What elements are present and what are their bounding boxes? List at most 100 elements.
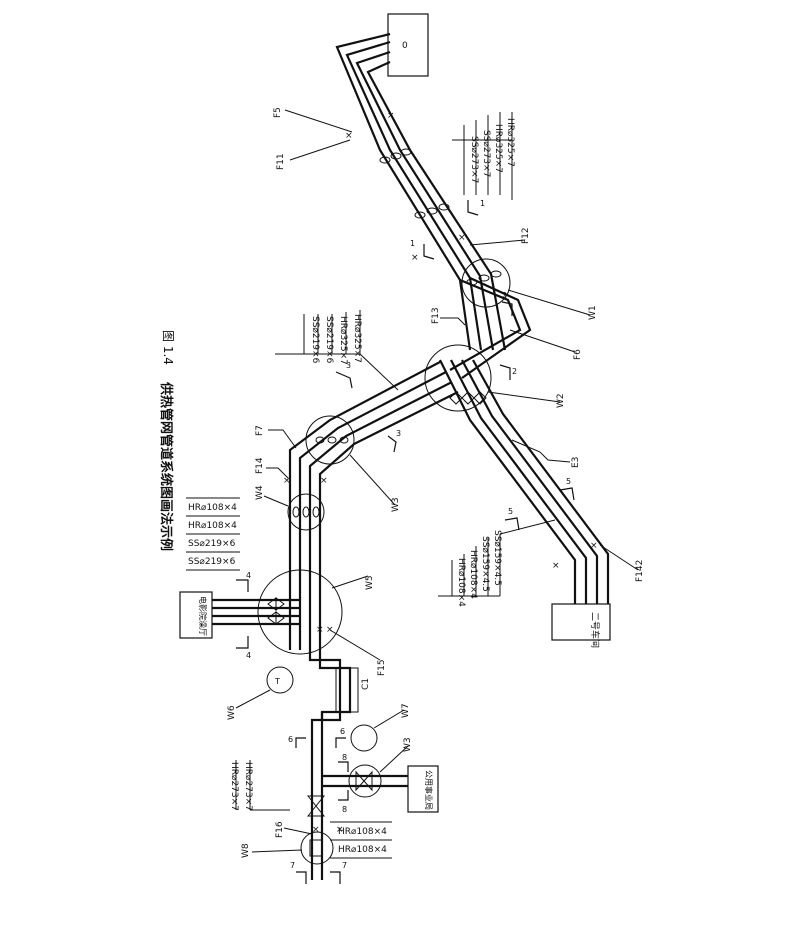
source-box: 0 bbox=[387, 13, 429, 77]
svg-text:SS⌀219×6: SS⌀219×6 bbox=[188, 539, 236, 549]
svg-text:8: 8 bbox=[342, 753, 347, 762]
w8-valves bbox=[306, 795, 326, 817]
svg-text:1: 1 bbox=[410, 239, 415, 248]
svg-text:6: 6 bbox=[340, 727, 345, 736]
label-f7: F7 bbox=[255, 425, 297, 449]
compensator-c1: C1 bbox=[335, 667, 371, 713]
svg-text:T: T bbox=[274, 677, 280, 686]
svg-text:W6: W6 bbox=[227, 705, 237, 720]
label-f142: F142 bbox=[599, 544, 645, 582]
svg-text:W3: W3 bbox=[403, 737, 413, 752]
label-f14: F14 bbox=[255, 457, 289, 479]
node-w3: W3 bbox=[305, 415, 401, 512]
svg-text:W4: W4 bbox=[255, 485, 265, 500]
svg-text:公用事业局: 公用事业局 bbox=[424, 770, 434, 810]
node-w8: W8 bbox=[241, 831, 334, 865]
branch-to-public bbox=[322, 764, 410, 798]
source-box-label: 0 bbox=[402, 41, 408, 51]
svg-text:SS⌀159×4.5: SS⌀159×4.5 bbox=[492, 530, 502, 586]
svg-text:7: 7 bbox=[342, 861, 347, 870]
label-f6: F6 bbox=[509, 329, 583, 360]
node-w6: T W6 bbox=[227, 666, 294, 720]
label-e3: E3 bbox=[511, 439, 581, 468]
svg-text:×: × bbox=[320, 476, 328, 486]
svg-text:电影院澡厅: 电影院澡厅 bbox=[198, 596, 208, 636]
svg-text:SS⌀273×7: SS⌀273×7 bbox=[469, 136, 479, 183]
svg-text:×: × bbox=[326, 625, 334, 635]
svg-text:C1: C1 bbox=[361, 678, 371, 690]
label-f11: F11 bbox=[276, 139, 351, 170]
svg-text:HR⌀108×4: HR⌀108×4 bbox=[456, 558, 466, 607]
svg-text:F15: F15 bbox=[377, 659, 387, 676]
svg-text:×: × bbox=[312, 825, 320, 835]
svg-text:5: 5 bbox=[566, 477, 571, 486]
svg-text:SS⌀219×6: SS⌀219×6 bbox=[310, 316, 320, 364]
label-w3-bottom: W3 bbox=[379, 737, 413, 773]
svg-text:W7: W7 bbox=[401, 703, 411, 718]
section-7: 7 7 bbox=[290, 861, 347, 884]
svg-text:SS⌀219×6: SS⌀219×6 bbox=[188, 557, 236, 567]
svg-text:1: 1 bbox=[480, 199, 485, 208]
svg-text:HR⌀325×7: HR⌀325×7 bbox=[352, 314, 362, 363]
svg-text:8: 8 bbox=[342, 805, 347, 814]
main-trunk-pipes bbox=[335, 32, 532, 379]
figure-caption: 图 1.4 供热管网管道系统图画法示例 bbox=[158, 330, 175, 551]
svg-text:HR⌀108×4: HR⌀108×4 bbox=[338, 827, 387, 837]
svg-text:×: × bbox=[345, 131, 353, 141]
branch-to-plant bbox=[439, 359, 610, 610]
section-1: 1 1 bbox=[410, 199, 485, 260]
label-f13: F13 bbox=[431, 307, 466, 326]
svg-text:HR⌀325×7: HR⌀325×7 bbox=[338, 316, 348, 365]
svg-text:HR⌀273×7: HR⌀273×7 bbox=[243, 762, 253, 811]
svg-text:HR⌀273×7: HR⌀273×7 bbox=[229, 762, 239, 811]
svg-text:3: 3 bbox=[346, 361, 351, 370]
branch-to-w3 bbox=[288, 361, 459, 650]
svg-text:F6: F6 bbox=[573, 349, 583, 360]
svg-text:F12: F12 bbox=[521, 227, 531, 244]
svg-text:2: 2 bbox=[512, 367, 517, 376]
svg-text:SS⌀159×4.5: SS⌀159×4.5 bbox=[480, 536, 490, 592]
svg-text:F14: F14 bbox=[255, 457, 265, 474]
svg-text:HR⌀108×4: HR⌀108×4 bbox=[468, 550, 478, 599]
node-w7: W7 bbox=[350, 703, 411, 752]
svg-text:F5: F5 bbox=[273, 107, 283, 118]
label-f15: F15 bbox=[329, 629, 387, 676]
svg-text:×: × bbox=[336, 825, 344, 835]
trunk-valves bbox=[379, 148, 502, 286]
svg-text:HR⌀108×4: HR⌀108×4 bbox=[338, 845, 387, 855]
section-5: 5 5 bbox=[504, 477, 575, 531]
svg-text:×: × bbox=[387, 111, 395, 121]
svg-text:HR⌀325×7: HR⌀325×7 bbox=[505, 118, 515, 167]
svg-text:2: 2 bbox=[502, 291, 507, 300]
svg-text:5: 5 bbox=[508, 507, 513, 516]
svg-text:供热管网管道系统图画法示例: 供热管网管道系统图画法示例 bbox=[158, 381, 174, 551]
branch-to-c1 bbox=[308, 650, 352, 880]
section-4: 4 4 bbox=[236, 571, 251, 660]
svg-text:6: 6 bbox=[288, 735, 293, 744]
bath-box: 电影院澡厅 bbox=[179, 591, 213, 639]
svg-text:HR⌀325×7: HR⌀325×7 bbox=[493, 124, 503, 173]
svg-text:×: × bbox=[411, 253, 419, 263]
section-8: 8 8 bbox=[338, 753, 349, 814]
node-w1: W1 bbox=[461, 258, 598, 320]
svg-text:F142: F142 bbox=[635, 560, 645, 582]
svg-text:SS⌀273×7: SS⌀273×7 bbox=[481, 130, 491, 177]
svg-text:7: 7 bbox=[290, 861, 295, 870]
svg-text:F16: F16 bbox=[275, 821, 285, 838]
label-f12: F12 bbox=[469, 227, 531, 246]
node-w4: W4 bbox=[255, 485, 325, 531]
svg-text:E3: E3 bbox=[571, 457, 581, 468]
spec-table-top: HR⌀325×7 HR⌀325×7 SS⌀273×7 SS⌀273×7 bbox=[452, 112, 515, 200]
svg-text:HR⌀108×4: HR⌀108×4 bbox=[188, 521, 237, 531]
fixed-supports: × × × × × × × × × × × × bbox=[283, 111, 598, 835]
spec-table-mid: HR⌀325×7 HR⌀325×7 SS⌀219×6 SS⌀219×6 bbox=[275, 310, 399, 391]
svg-text:F7: F7 bbox=[255, 425, 265, 436]
node-w5: W5 bbox=[257, 569, 375, 655]
svg-text:×: × bbox=[458, 233, 466, 243]
spec-table-bottom-b: HR⌀108×4 HR⌀108×4 bbox=[330, 821, 392, 859]
svg-text:×: × bbox=[283, 476, 291, 486]
svg-text:4: 4 bbox=[246, 651, 251, 660]
spec-table-bottom-a: HR⌀273×7 HR⌀273×7 bbox=[229, 760, 290, 811]
svg-text:F11: F11 bbox=[276, 153, 286, 170]
